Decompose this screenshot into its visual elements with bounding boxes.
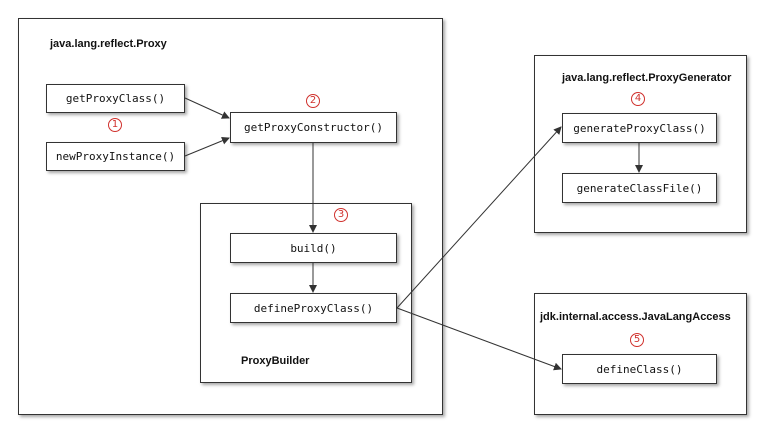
- build-node: build(): [230, 233, 397, 263]
- step-5-marker: 5: [630, 333, 644, 347]
- proxygenerator-frame: [534, 55, 747, 233]
- proxybuilder-frame-title: ProxyBuilder: [241, 355, 310, 367]
- step-2-marker: 2: [306, 94, 320, 108]
- defineproxyclass-node: defineProxyClass(): [230, 293, 397, 323]
- proxygenerator-frame-title: java.lang.reflect.ProxyGenerator: [562, 72, 732, 84]
- proxy-frame-title: java.lang.reflect.Proxy: [50, 38, 167, 50]
- generateclassfile-node: generateClassFile(): [562, 173, 717, 203]
- step-3-marker: 3: [334, 208, 348, 222]
- generateproxyclass-node: generateProxyClass(): [562, 113, 717, 143]
- getproxyclass-node: getProxyClass(): [46, 84, 185, 113]
- getproxyconstructor-node: getProxyConstructor(): [230, 112, 397, 143]
- step-4-marker: 4: [631, 92, 645, 106]
- newproxyinstance-node: newProxyInstance(): [46, 142, 185, 171]
- javalangaccess-frame-title: jdk.internal.access.JavaLangAccess: [540, 311, 731, 323]
- defineclass-node: defineClass(): [562, 354, 717, 384]
- step-1-marker: 1: [108, 118, 122, 132]
